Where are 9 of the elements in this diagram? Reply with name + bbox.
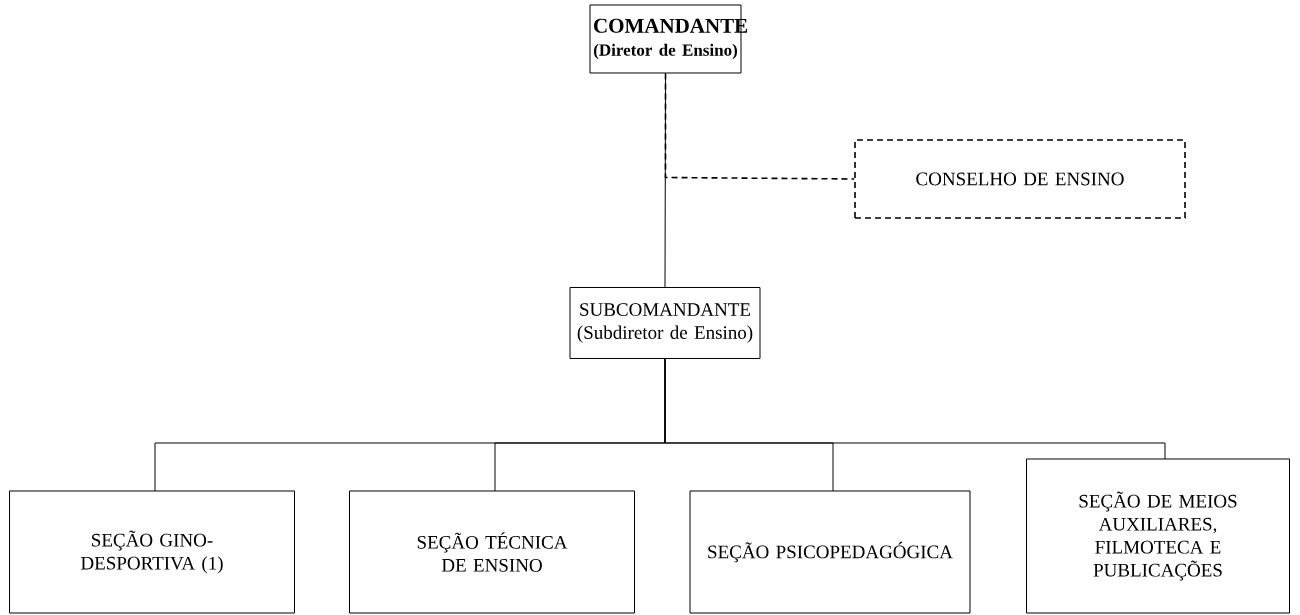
org-box: SEÇÃO DE MEIOS AUXILIARES, FILMOTECA E PUBLICAÇÕES xyxy=(1026,458,1290,614)
org-box: SEÇÃO TÉCNICA DE ENSINO xyxy=(349,490,635,614)
connector-line xyxy=(664,358,1166,460)
org-box: SEÇÃO PSICOPEDAGÓGICA xyxy=(689,490,971,614)
org-box: COMANDANTE (Diretor de Ensino) xyxy=(589,4,748,74)
org-box: SEÇÃO GINO-DESPORTIVA (1) xyxy=(9,490,295,614)
council-box: CONSELHO DE ENSINO xyxy=(854,139,1186,219)
connector-line xyxy=(664,72,855,180)
org-box: SUBCOMANDANTE (Subdiretor de Ensino) xyxy=(569,287,761,359)
